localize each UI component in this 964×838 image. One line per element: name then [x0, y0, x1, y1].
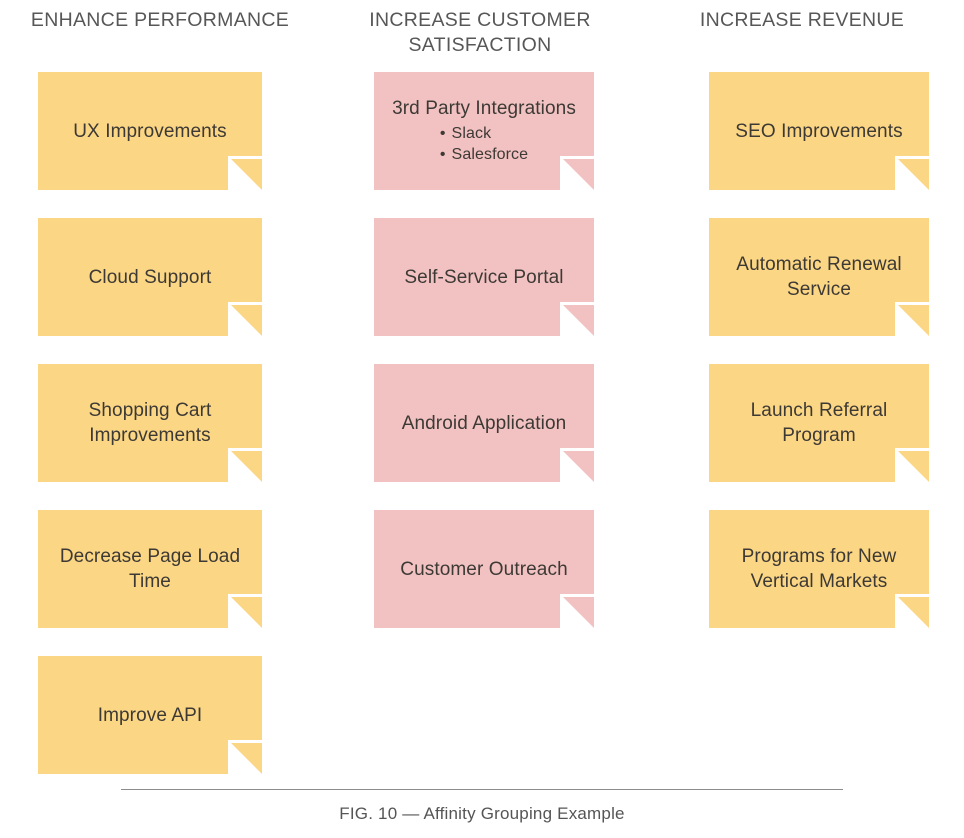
folded-corner-icon — [560, 302, 594, 336]
folded-corner-icon — [560, 448, 594, 482]
folded-corner-icon — [228, 156, 262, 190]
note-title: UX Improvements — [73, 120, 227, 142]
folded-corner-icon — [228, 302, 262, 336]
note-title: SEO Improvements — [735, 120, 903, 142]
column-header-enhance-performance: ENHANCE PERFORMANCE — [30, 9, 290, 31]
folded-corner-icon — [560, 156, 594, 190]
note-title: Launch Referral Program — [750, 400, 888, 446]
column-headers: ENHANCE PERFORMANCE INCREASE CUSTOMER SA… — [0, 8, 964, 64]
sticky-note[interactable]: Improve API — [38, 656, 262, 774]
note-title: Automatic Renewal Service — [736, 254, 902, 300]
column-enhance-performance: UX Improvements Cloud Support Shopping C… — [38, 72, 262, 802]
note-content: Launch Referral Program — [719, 398, 919, 448]
note-content: Programs for New Vertical Markets — [719, 544, 919, 594]
note-title: Improve API — [97, 704, 203, 726]
sticky-note[interactable]: Launch Referral Program — [709, 364, 929, 482]
note-title: Cloud Support — [88, 266, 212, 288]
caption-divider — [121, 789, 843, 790]
column-increase-customer-satisfaction: 3rd Party Integrations Slack Salesforce … — [374, 72, 594, 656]
column-header-increase-customer-satisfaction: INCREASE CUSTOMER SATISFACTION — [369, 9, 591, 56]
sticky-note[interactable]: Shopping Cart Improvements — [38, 364, 262, 482]
folded-corner-icon — [228, 594, 262, 628]
note-bullet-item: Slack — [440, 123, 528, 144]
note-title: Android Application — [401, 412, 567, 434]
note-content: Improve API — [48, 703, 252, 728]
sticky-note[interactable]: Customer Outreach — [374, 510, 594, 628]
folded-corner-icon — [228, 740, 262, 774]
note-bullet-list: Slack Salesforce — [440, 123, 528, 165]
sticky-note[interactable]: Decrease Page Load Time — [38, 510, 262, 628]
note-content: Customer Outreach — [384, 557, 584, 582]
folded-corner-icon — [895, 594, 929, 628]
sticky-note[interactable]: Self-Service Portal — [374, 218, 594, 336]
note-content: 3rd Party Integrations Slack Salesforce — [384, 96, 584, 166]
note-title: Shopping Cart Improvements — [88, 400, 212, 446]
sticky-note[interactable]: Automatic Renewal Service — [709, 218, 929, 336]
figure-caption: FIG. 10 — Affinity Grouping Example — [339, 804, 625, 823]
note-title: Decrease Page Load Time — [59, 546, 241, 592]
column-increase-revenue: SEO Improvements Automatic Renewal Servi… — [709, 72, 929, 656]
note-title: Programs for New Vertical Markets — [741, 546, 897, 592]
folded-corner-icon — [560, 594, 594, 628]
note-content: Automatic Renewal Service — [719, 252, 919, 302]
column-header-increase-revenue: INCREASE REVENUE — [699, 9, 905, 31]
note-content: Shopping Cart Improvements — [48, 398, 252, 448]
note-title: Self-Service Portal — [404, 266, 564, 288]
note-content: SEO Improvements — [719, 119, 919, 144]
sticky-note[interactable]: UX Improvements — [38, 72, 262, 190]
folded-corner-icon — [228, 448, 262, 482]
sticky-note[interactable]: Cloud Support — [38, 218, 262, 336]
note-content: Self-Service Portal — [384, 265, 584, 290]
sticky-note[interactable]: 3rd Party Integrations Slack Salesforce — [374, 72, 594, 190]
note-title: Customer Outreach — [400, 558, 568, 580]
folded-corner-icon — [895, 302, 929, 336]
note-content: Android Application — [384, 411, 584, 436]
note-bullet-item: Salesforce — [440, 144, 528, 165]
folded-corner-icon — [895, 156, 929, 190]
sticky-note[interactable]: Programs for New Vertical Markets — [709, 510, 929, 628]
note-title: 3rd Party Integrations — [392, 98, 576, 119]
note-content: Decrease Page Load Time — [48, 544, 252, 594]
note-content: Cloud Support — [48, 265, 252, 290]
sticky-note[interactable]: Android Application — [374, 364, 594, 482]
sticky-note[interactable]: SEO Improvements — [709, 72, 929, 190]
note-content: UX Improvements — [48, 119, 252, 144]
folded-corner-icon — [895, 448, 929, 482]
